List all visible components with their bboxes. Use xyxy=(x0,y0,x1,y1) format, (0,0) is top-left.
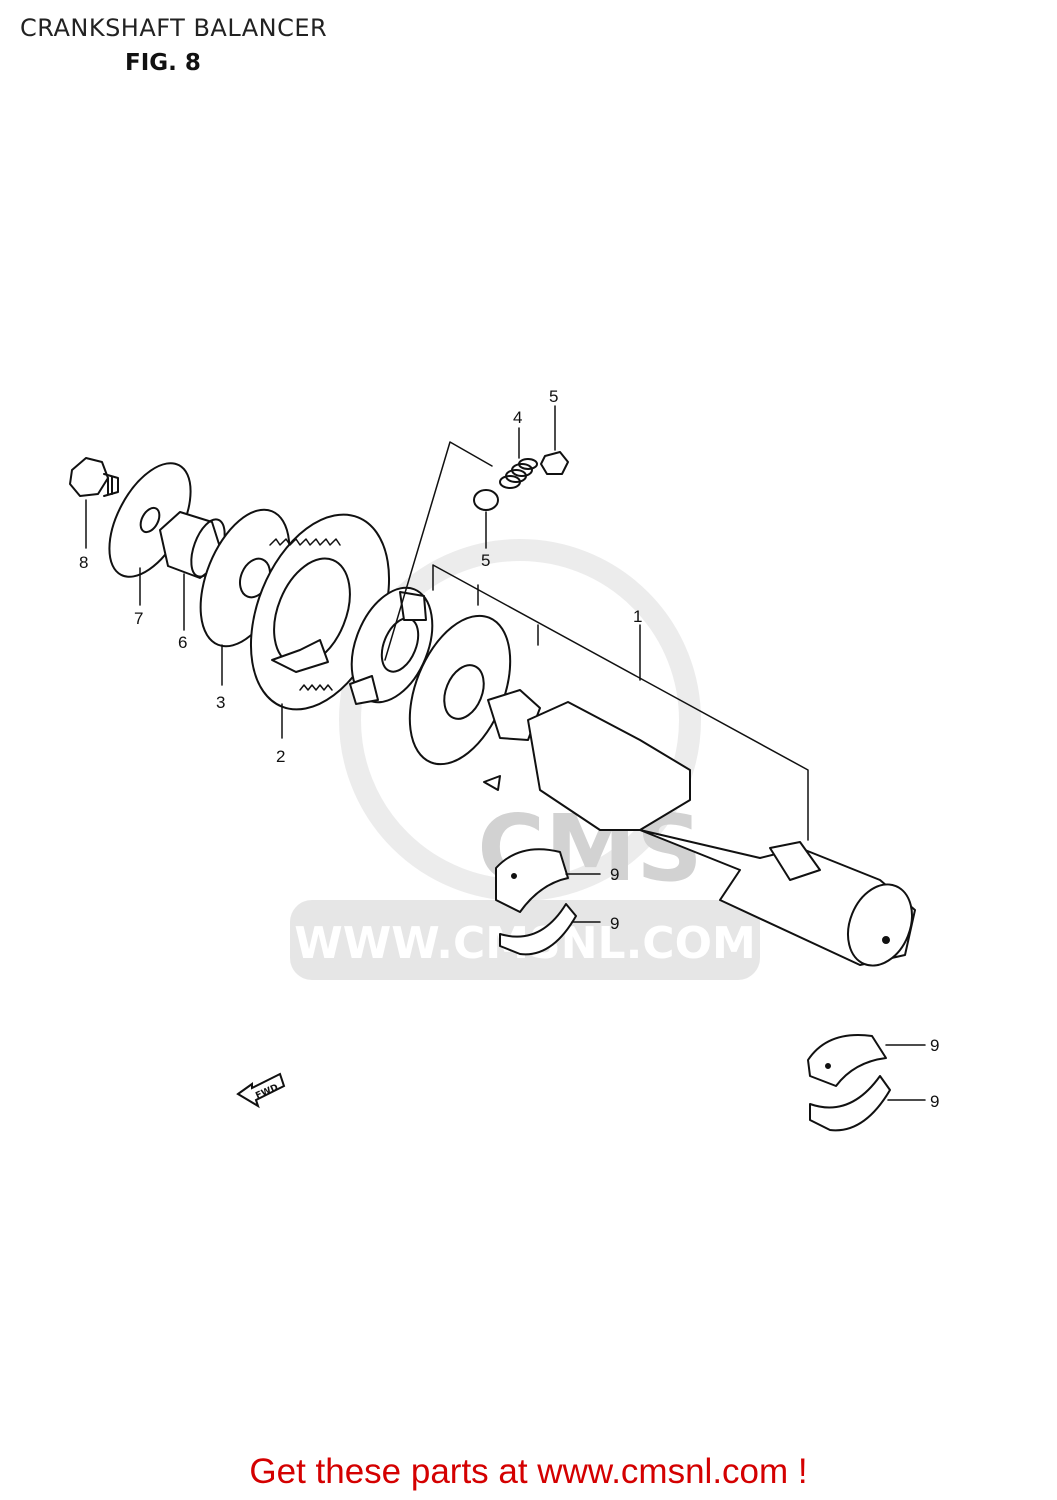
part-9-bearing-upper-right xyxy=(807,1034,887,1087)
part-9-bearing-lower-left xyxy=(499,903,577,956)
part-6-bush xyxy=(159,511,226,579)
part-1-balancer-shaft xyxy=(483,689,916,967)
callout-part-1: 1 xyxy=(633,607,642,626)
page-title: CRANKSHAFT BALANCER xyxy=(20,14,328,42)
part-8-bolt xyxy=(69,457,119,497)
part-5-pin-bottom xyxy=(473,489,499,511)
callout-part-5-top: 5 xyxy=(549,387,558,406)
part-9-bearing-lower-right xyxy=(809,1075,891,1132)
get-parts-link[interactable]: Get these parts at www.cmsnl.com ! xyxy=(249,1452,808,1491)
fwd-arrow-icon: FWD xyxy=(236,1072,286,1109)
callout-part-9b: 9 xyxy=(610,914,619,933)
callout-part-8: 8 xyxy=(79,553,88,572)
figure-label: FIG. 8 xyxy=(125,50,201,76)
callout-part-7: 7 xyxy=(134,609,143,628)
coupling-hub xyxy=(349,586,434,705)
callout-part-6: 6 xyxy=(178,633,187,652)
callout-part-9d: 9 xyxy=(930,1092,939,1111)
part-5-pin-top xyxy=(540,451,569,475)
callout-part-9a: 9 xyxy=(610,865,619,884)
part-9-bearing-upper-left xyxy=(495,848,569,913)
part-4-spring xyxy=(499,458,538,489)
callout-part-3: 3 xyxy=(216,693,225,712)
callout-part-2: 2 xyxy=(276,747,285,766)
callout-part-5-bottom: 5 xyxy=(481,551,490,570)
callout-part-4: 4 xyxy=(513,408,522,427)
callout-part-9c: 9 xyxy=(930,1036,939,1055)
